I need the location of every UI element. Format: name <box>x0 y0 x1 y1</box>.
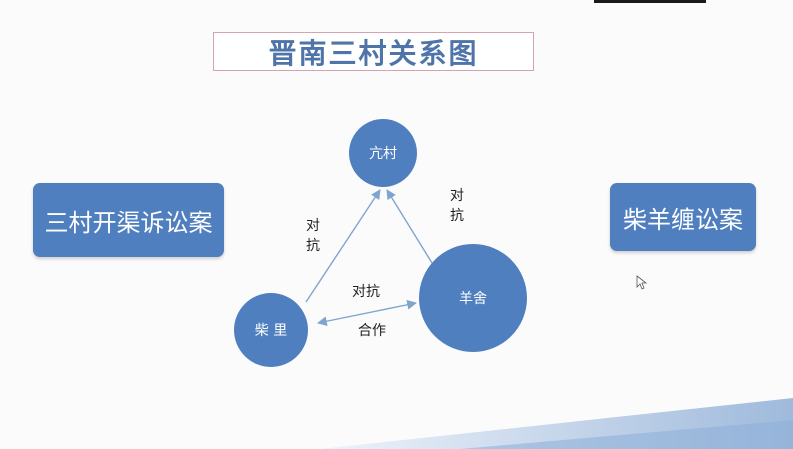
right-case-label: 柴羊缠讼案 <box>623 205 743 234</box>
top-edge-bar <box>594 0 706 3</box>
node-chaili <box>234 293 308 367</box>
edge-label-chaili-kangcun-1: 对 <box>306 218 320 234</box>
edge-label-yangshe-kangcun-2: 抗 <box>450 208 464 224</box>
edge-label-chaili-yangshe-bottom: 合作 <box>358 323 386 339</box>
mouse-cursor-icon <box>636 275 648 290</box>
edge-chaili-kangcun <box>305 189 381 303</box>
right-case-box: 柴羊缠讼案 <box>610 183 756 251</box>
left-case-box: 三村开渠诉讼案 <box>33 183 224 257</box>
title-box: 晋南三村关系图 <box>213 32 534 71</box>
edge-label-yangshe-kangcun-1: 对 <box>450 188 464 204</box>
edge-label-chaili-yangshe-top: 对抗 <box>352 284 380 300</box>
node-kangcun-label: 亢村 <box>369 145 397 162</box>
page-title: 晋南三村关系图 <box>268 36 479 70</box>
edge-chaili-yangshe <box>317 299 417 327</box>
node-yangshe-label: 羊舍 <box>459 291 487 307</box>
decorative-swoosh-dark <box>460 420 793 449</box>
edge-label-chaili-kangcun-2: 抗 <box>306 238 320 254</box>
node-yangshe <box>419 244 527 352</box>
node-chaili-label: 柴 里 <box>255 323 287 339</box>
node-kangcun <box>349 119 417 187</box>
edge-yangshe-kangcun <box>386 189 433 264</box>
left-case-label: 三村开渠诉讼案 <box>44 208 213 237</box>
